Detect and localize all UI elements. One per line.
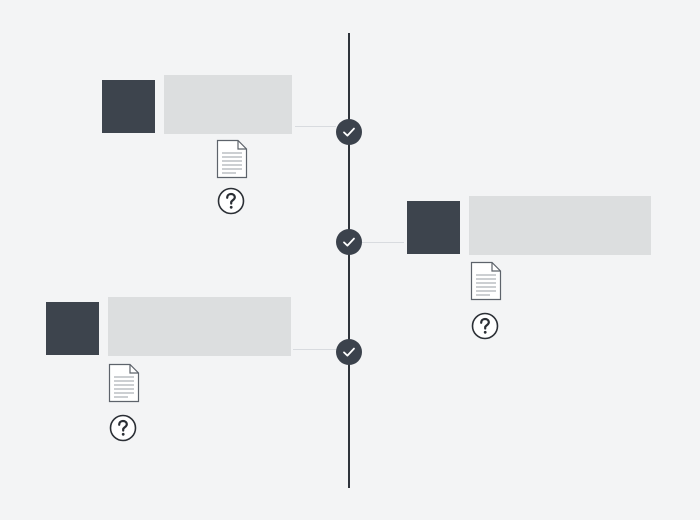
document-icon[interactable] — [216, 139, 248, 179]
check-icon — [343, 237, 355, 247]
entry-thumbnail-2 — [407, 201, 460, 254]
entry-thumbnail-3 — [46, 302, 99, 355]
check-icon — [343, 347, 355, 357]
timeline-axis — [348, 33, 350, 488]
document-icon[interactable] — [470, 261, 502, 301]
connector-line — [295, 126, 336, 127]
entry-thumbnail-1 — [102, 80, 155, 133]
timeline-node-1[interactable] — [336, 119, 362, 145]
connector-line — [362, 242, 404, 243]
question-icon[interactable] — [217, 187, 245, 215]
question-icon[interactable] — [109, 414, 137, 442]
timeline-node-3[interactable] — [336, 339, 362, 365]
question-icon[interactable] — [471, 312, 499, 340]
check-icon — [343, 127, 355, 137]
entry-title-placeholder-2 — [469, 196, 651, 255]
entry-title-placeholder-1 — [164, 75, 292, 134]
connector-line — [293, 349, 336, 350]
entry-title-placeholder-3 — [108, 297, 291, 356]
timeline-node-2[interactable] — [336, 229, 362, 255]
document-icon[interactable] — [108, 363, 140, 403]
